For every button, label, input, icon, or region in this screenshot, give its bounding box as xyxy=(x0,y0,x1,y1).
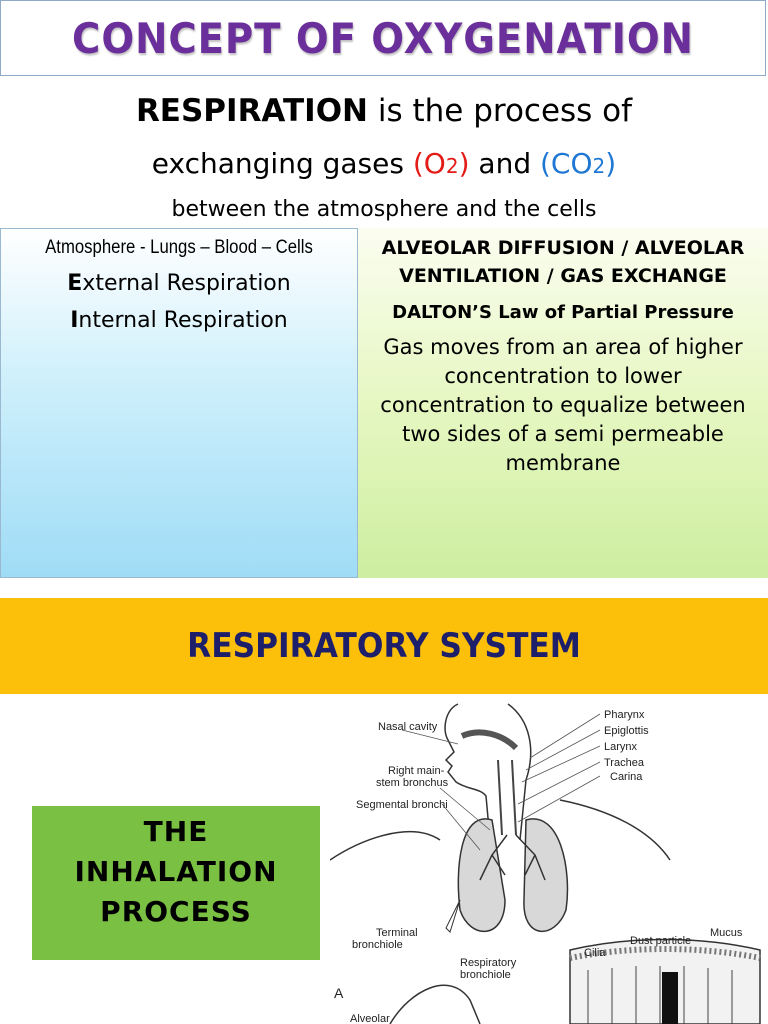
head-outline xyxy=(444,703,491,841)
label-trachea: Trachea xyxy=(604,757,645,769)
respiratory-diagram: Nasal cavity Right main- stem bronchus S… xyxy=(330,703,761,1024)
respiration-flow: Atmosphere - Lungs – Blood – Cells xyxy=(45,237,313,258)
label-respiratory-1: Respiratory xyxy=(460,957,517,969)
label-segmental: Segmental bronchi xyxy=(356,799,448,811)
intro-line-3: between the atmosphere and the cells xyxy=(171,197,597,222)
left-panel: Atmosphere - Lungs – Blood – Cells Exter… xyxy=(0,228,358,578)
o2-subscript: 2 xyxy=(445,154,459,178)
intro-line-2-text: exchanging gases xyxy=(151,147,413,180)
label-cilia: Cilia xyxy=(584,947,606,959)
band-label: RESPIRATORY SYSTEM xyxy=(187,626,581,666)
co2-close: ) xyxy=(605,147,617,180)
inhalation-box: THE INHALATION PROCESS xyxy=(32,806,320,960)
inhalation-line-1: THE xyxy=(143,815,209,848)
panel-letter-a: A xyxy=(334,985,344,1001)
epithelial-cells xyxy=(587,966,733,1024)
label-larynx: Larynx xyxy=(604,741,638,753)
label-dust: Dust particle xyxy=(630,935,691,947)
label-carina: Carina xyxy=(610,771,643,783)
external-respiration: External Respiration xyxy=(1,271,357,296)
cilia-layer xyxy=(569,946,761,961)
label-pharynx: Pharynx xyxy=(604,709,645,721)
internal-initial: I xyxy=(70,308,79,333)
shoulder-right xyxy=(559,799,671,861)
intro-text: RESPIRATION is the process of exchanging… xyxy=(0,82,768,228)
neck-outline xyxy=(507,703,532,841)
inhalation-line-2: INHALATION xyxy=(74,855,278,888)
respiratory-system-band: RESPIRATORY SYSTEM xyxy=(0,598,768,694)
label-respiratory-2: bronchiole xyxy=(460,969,511,981)
slide-title: CONCEPT OF OXYGENATION xyxy=(72,13,694,63)
internal-rest: nternal Respiration xyxy=(78,308,288,333)
o2-label: (O2) xyxy=(413,147,470,180)
trachea xyxy=(497,759,517,836)
label-terminal-1: Terminal xyxy=(376,927,418,939)
dust-particle-cell xyxy=(662,972,678,1024)
intro-line-1-rest: is the process of xyxy=(368,93,633,129)
shoulder-left xyxy=(330,831,441,861)
respiration-keyword: RESPIRATION xyxy=(135,93,368,129)
diffusion-description: Gas moves from an area of higher concent… xyxy=(380,335,746,475)
daltons-law: DALTON’S Law of Partial Pressure xyxy=(392,302,734,323)
o2-close: ) xyxy=(458,147,470,180)
label-right-main-2: stem bronchus xyxy=(376,777,449,789)
intro-and: and xyxy=(469,147,540,180)
external-initial: E xyxy=(67,271,83,296)
left-lung xyxy=(523,818,569,933)
label-mucus: Mucus xyxy=(710,927,743,939)
intro-line-1: RESPIRATION is the process of xyxy=(0,82,768,140)
co2-subscript: 2 xyxy=(592,154,606,178)
co2-open: (CO xyxy=(540,147,593,180)
alveolar-heading: ALVEOLAR DIFFUSION / ALVEOLAR VENTILATIO… xyxy=(381,237,745,287)
right-panel: ALVEOLAR DIFFUSION / ALVEOLAR VENTILATIO… xyxy=(358,228,768,578)
internal-respiration: Internal Respiration xyxy=(1,308,357,333)
nasal-passage xyxy=(460,729,519,751)
intro-line-2: exchanging gases (O2) and (CO2) xyxy=(0,140,768,190)
label-nasal-cavity: Nasal cavity xyxy=(378,721,438,733)
external-rest: xternal Respiration xyxy=(82,271,291,296)
label-terminal-2: bronchiole xyxy=(352,939,403,951)
co2-label: (CO2) xyxy=(540,147,616,180)
label-right-main-1: Right main- xyxy=(388,765,445,777)
title-box: CONCEPT OF OXYGENATION xyxy=(0,0,766,76)
label-alveolar: Alveolar xyxy=(350,1013,390,1024)
inhalation-line-3: PROCESS xyxy=(100,895,252,928)
label-leaders xyxy=(401,713,601,851)
bronchiole-branch xyxy=(389,984,481,1024)
bronchiole-arrow xyxy=(445,899,461,933)
label-epiglottis: Epiglottis xyxy=(604,725,649,737)
bronchi xyxy=(479,834,546,881)
o2-open: (O xyxy=(412,147,446,180)
